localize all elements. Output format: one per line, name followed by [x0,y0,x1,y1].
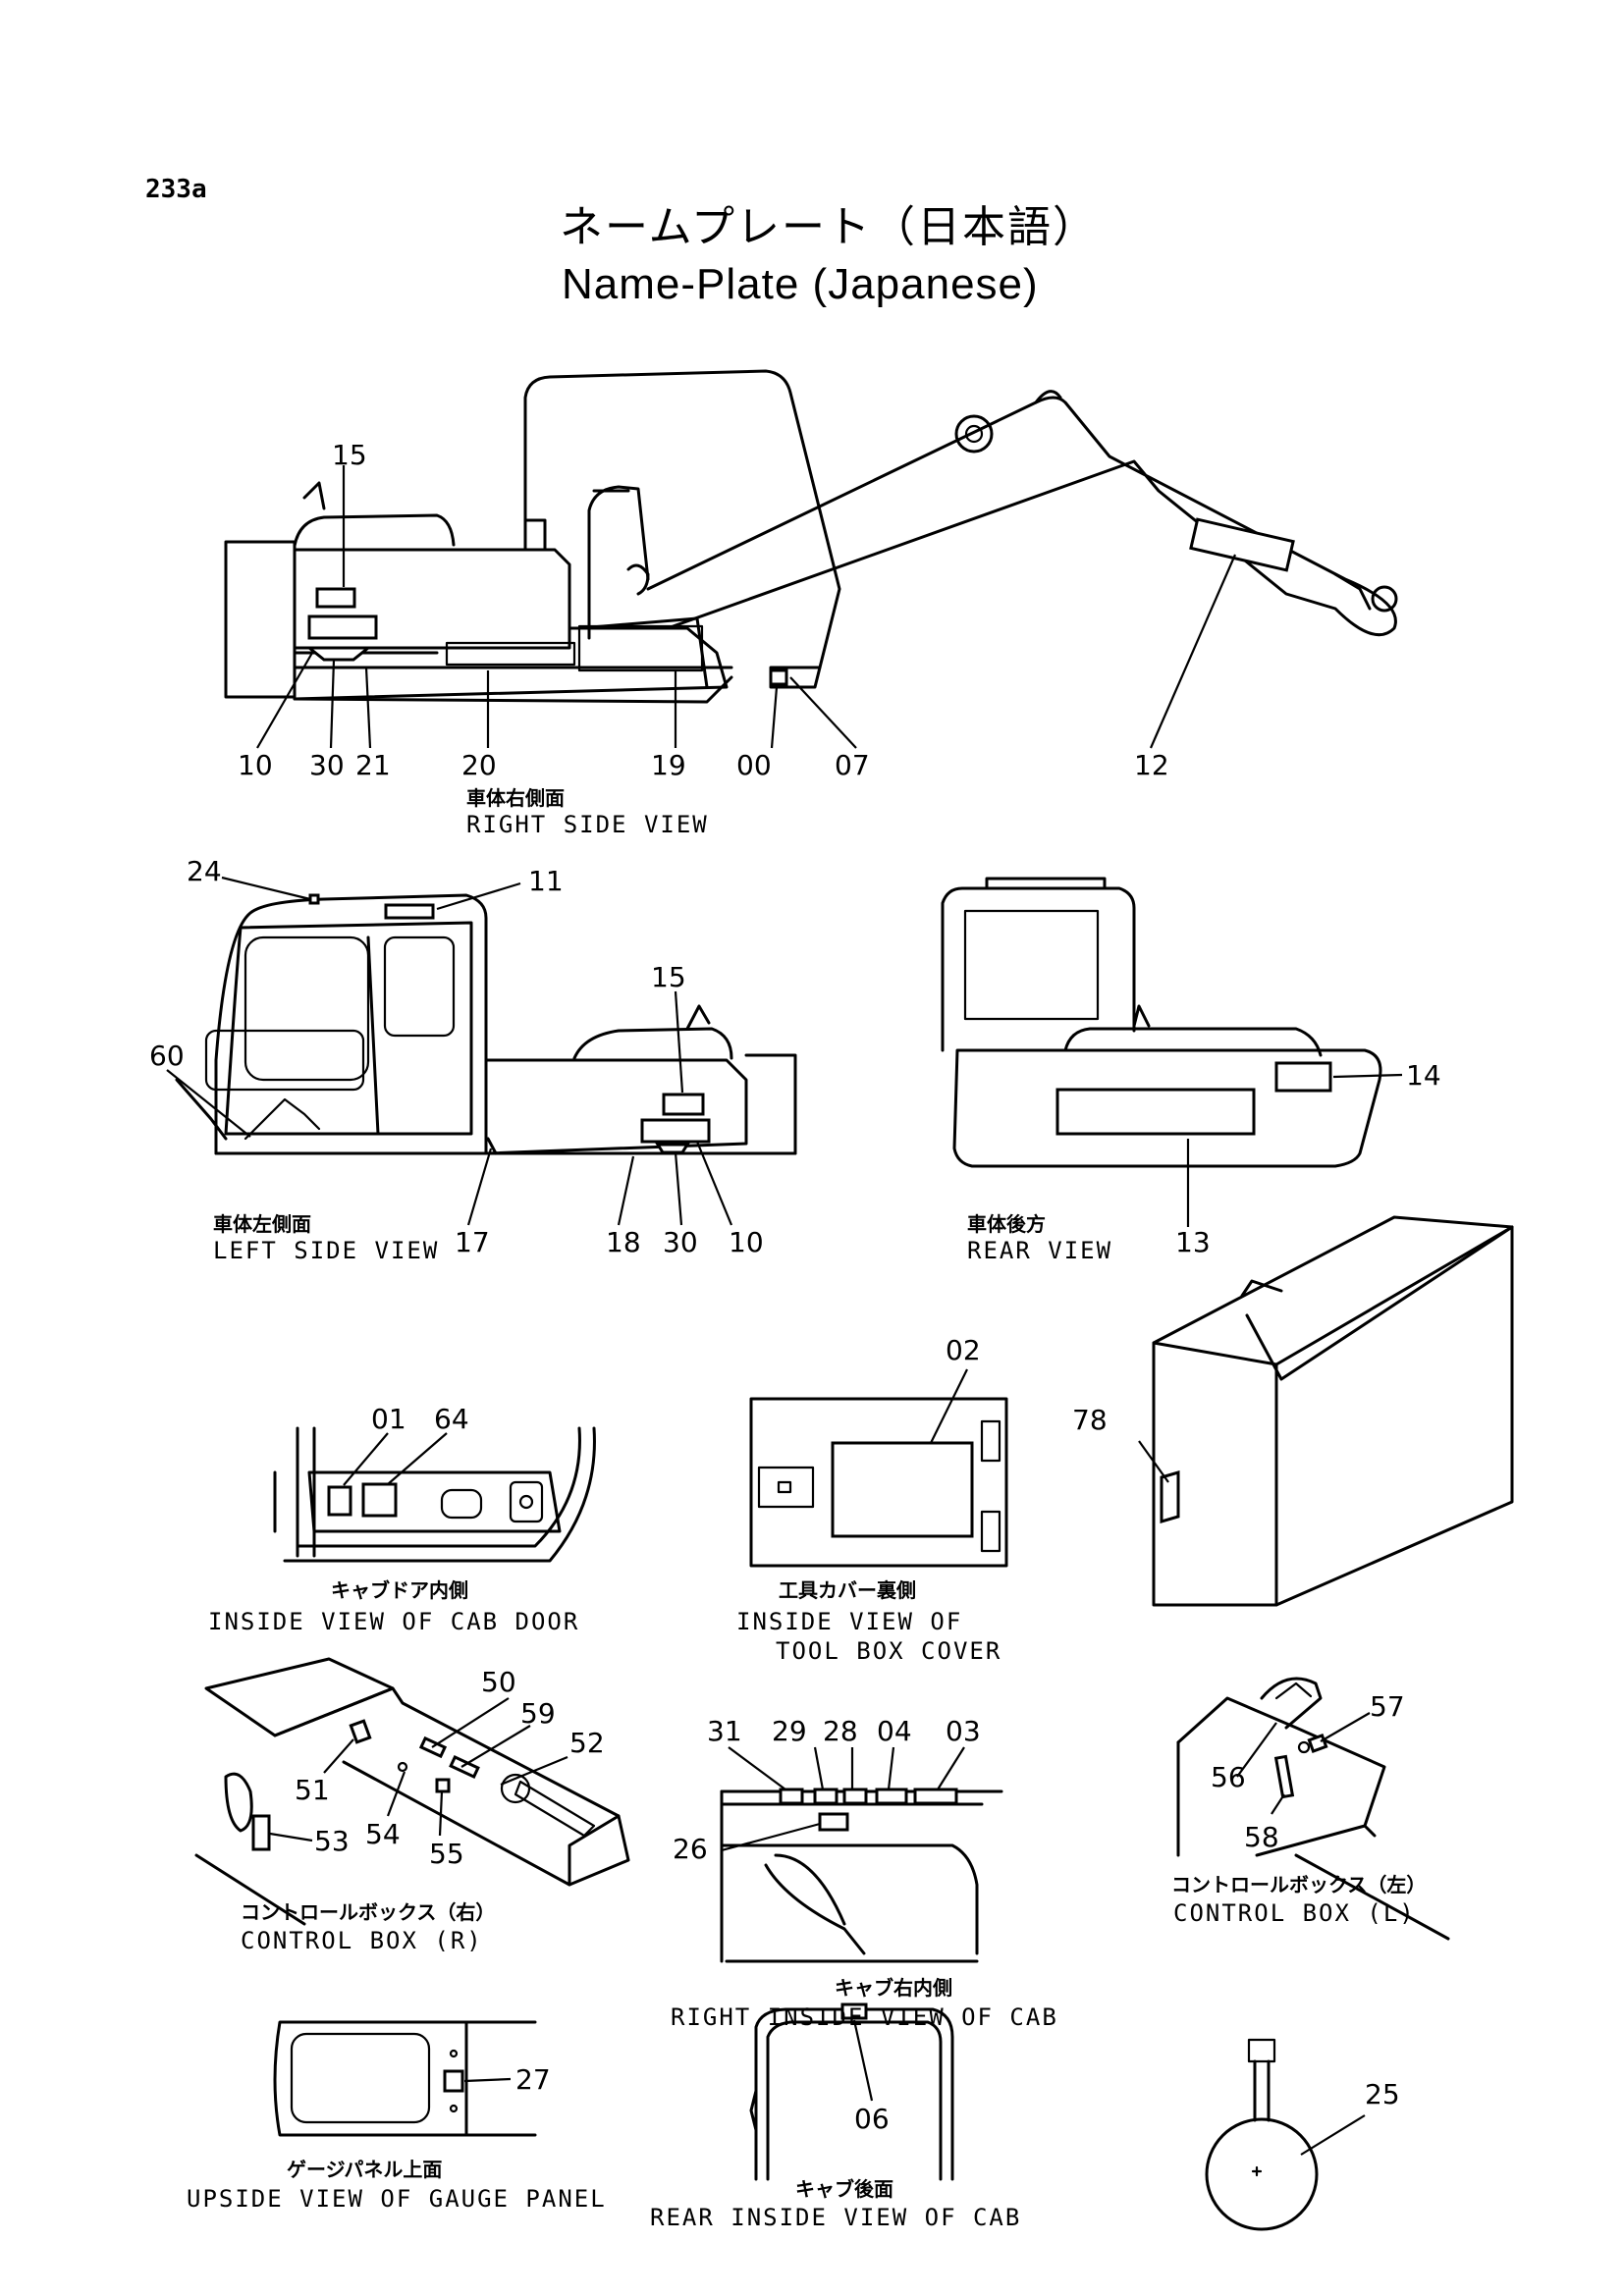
callout-label: 31 [707,1715,742,1747]
callout-label: 12 [1134,749,1169,781]
callout-label: 14 [1406,1059,1441,1092]
view-caption: REAR INSIDE VIEW OF CAB [650,2204,1022,2231]
callout-label: 24 [187,855,222,887]
view-caption: CONTROL BOX (L) [1173,1899,1416,1927]
control-box-l-drawing [1176,1677,1450,1941]
callout-label: 29 [772,1715,807,1747]
view-caption: REAR VIEW [967,1237,1113,1264]
view-caption-jp: 車体後方 [967,1212,1046,1236]
view-caption: LEFT SIDE VIEW [213,1237,440,1264]
callout-label: 64 [434,1403,469,1435]
view-caption: INSIDE VIEW OF [736,1608,963,1635]
callout-label: 06 [854,2103,890,2135]
callout-label: 00 [736,749,772,781]
callout-label: 78 [1072,1404,1108,1436]
rear-view-drawing [941,877,1403,1227]
callout-label: 60 [149,1040,185,1072]
view-caption: RIGHT INSIDE VIEW OF CAB [671,2003,1058,2031]
callout-label: 56 [1211,1761,1246,1793]
control-box-r-drawing [194,1657,630,1926]
right-side-view-drawing [224,369,1398,749]
view-caption-jp: 工具カバー裏側 [779,1578,916,1602]
callout-label: 18 [606,1226,641,1258]
callout-label: 30 [663,1226,698,1258]
view-caption-jp: 車体右側面 [466,786,565,810]
callout-label: 10 [238,749,273,781]
callout-label: 53 [314,1825,350,1857]
view-caption-jp: ゲージパネル上面 [287,2158,443,2181]
tool-box-cover-drawing [749,1368,1008,1568]
callout-label: 15 [651,961,686,993]
callout-label: 13 [1175,1226,1211,1258]
view-caption: UPSIDE VIEW OF GAUGE PANEL [187,2185,607,2213]
rear-inside-cab-drawing [749,2002,954,2181]
view-caption-jp: コントロールボックス（左） [1171,1873,1427,1896]
gauge-panel-drawing [273,2020,537,2137]
title-japanese: ネームプレート（日本語） [560,202,1099,252]
callout-label: 10 [729,1226,764,1258]
callout-label: 15 [332,439,367,471]
callout-label: 11 [528,865,564,897]
page-number: 233a [145,175,207,204]
view-caption-jp: 車体左側面 [213,1212,311,1236]
callout-label: 03 [946,1715,981,1747]
callout-label: 02 [946,1334,981,1366]
callout-label: 55 [429,1838,464,1870]
callout-label: 58 [1244,1821,1279,1853]
callout-label: 21 [355,749,391,781]
callout-label: 50 [481,1666,516,1698]
left-side-view-drawing [166,876,797,1226]
view-caption-jp: キャブ後面 [795,2177,893,2201]
callout-label: 04 [877,1715,912,1747]
callout-label: 27 [515,2063,551,2096]
view-caption: RIGHT SIDE VIEW [466,811,709,838]
callout-label: 52 [569,1727,605,1759]
view-caption: CONTROL BOX (R) [241,1927,483,1954]
callout-label: 19 [651,749,686,781]
tank-drawing [1138,1215,1514,1607]
callout-label: 30 [309,749,345,781]
cab-door-drawing [273,1426,596,1563]
callout-label: 54 [365,1818,401,1850]
right-inside-cab-drawing [720,1746,1003,1963]
view-caption-jp: コントロールボックス（右） [241,1900,496,1924]
callout-label: 51 [295,1774,330,1806]
callout-label: 25 [1365,2078,1400,2110]
callout-label: 57 [1370,1690,1405,1723]
view-caption-jp: キャブ右内側 [835,1976,952,2000]
callout-label: 20 [461,749,497,781]
callout-label: 59 [520,1697,556,1730]
title-english: Name-Plate (Japanese) [562,260,1039,308]
ring-plate-drawing [1205,2038,1366,2231]
callout-label: 17 [455,1226,490,1258]
callout-label: 01 [371,1403,406,1435]
callout-label: 07 [835,749,870,781]
view-caption: INSIDE VIEW OF CAB DOOR [208,1608,580,1635]
callout-label: 28 [823,1715,858,1747]
callout-label: 26 [673,1833,708,1865]
view-caption: TOOL BOX COVER [776,1637,1002,1665]
view-caption-jp: キャブドア内側 [331,1578,468,1602]
